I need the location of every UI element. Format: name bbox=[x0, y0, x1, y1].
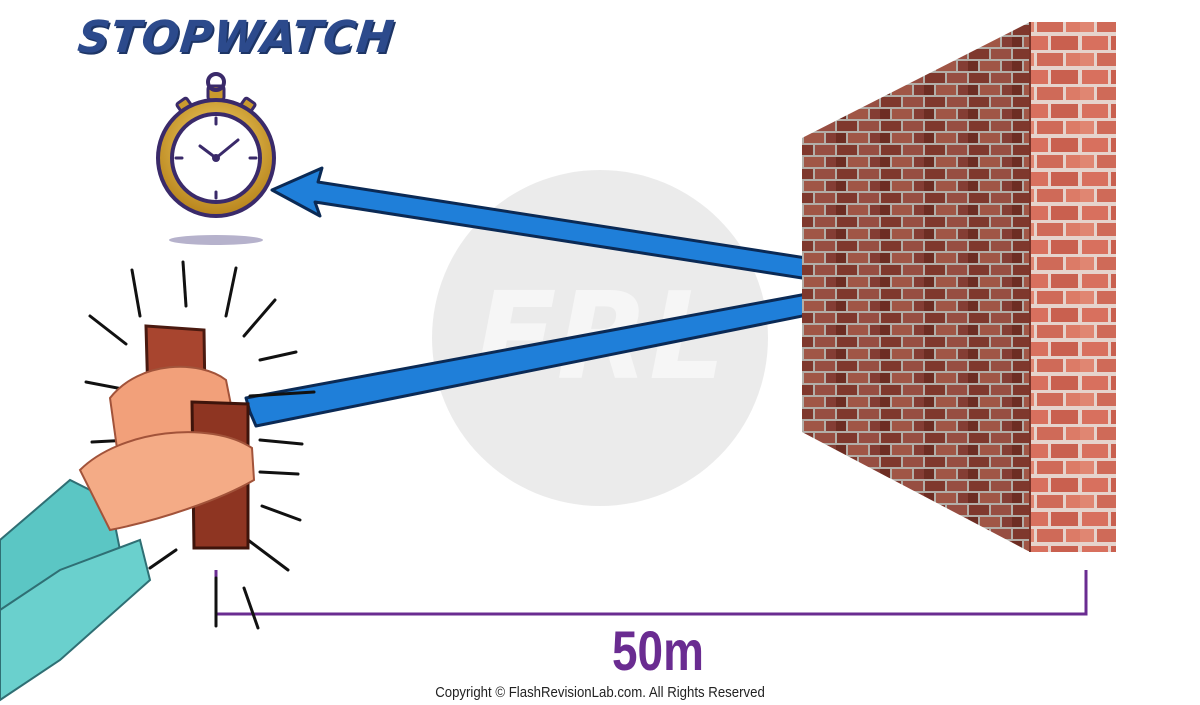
impact-lines bbox=[84, 260, 316, 630]
stopwatch-icon bbox=[156, 72, 276, 245]
clapping-hands-with-bricks-icon bbox=[0, 324, 256, 702]
copyright-notice: Copyright © FlashRevisionLab.com. All Ri… bbox=[435, 684, 765, 701]
distance-bracket bbox=[214, 570, 1088, 616]
distance-label: 50m bbox=[612, 619, 704, 682]
brick-wall-icon bbox=[802, 22, 1116, 552]
page-title: STOPWATCH bbox=[75, 12, 397, 63]
